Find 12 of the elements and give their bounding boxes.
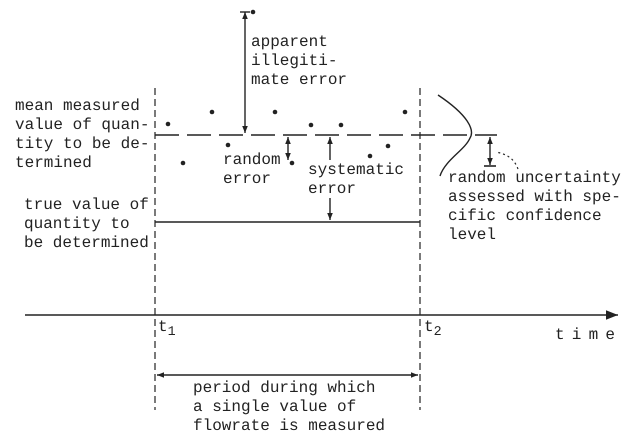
leader-line — [496, 151, 519, 170]
annotation-text: systematic error — [308, 161, 406, 199]
annotation-text: true value of quantity to be determined — [24, 196, 150, 253]
tick-label: t$_{1}$ — [158, 318, 176, 342]
axis-label: time — [555, 326, 622, 345]
annotation-text: period during which a single value of flowrate is measured — [193, 379, 386, 436]
tick-label: t$_{2}$ — [424, 318, 442, 342]
annotation-text: apparent illegiti- mate error — [251, 33, 348, 90]
annotation-text: random uncertainty assessed with spe- cific confidence level — [448, 169, 624, 245]
annotation-text: random error — [223, 151, 282, 189]
uncertainty-bar — [482, 136, 498, 168]
annotation-text: mean measured value of quan- tity to be de- termined — [15, 97, 150, 173]
